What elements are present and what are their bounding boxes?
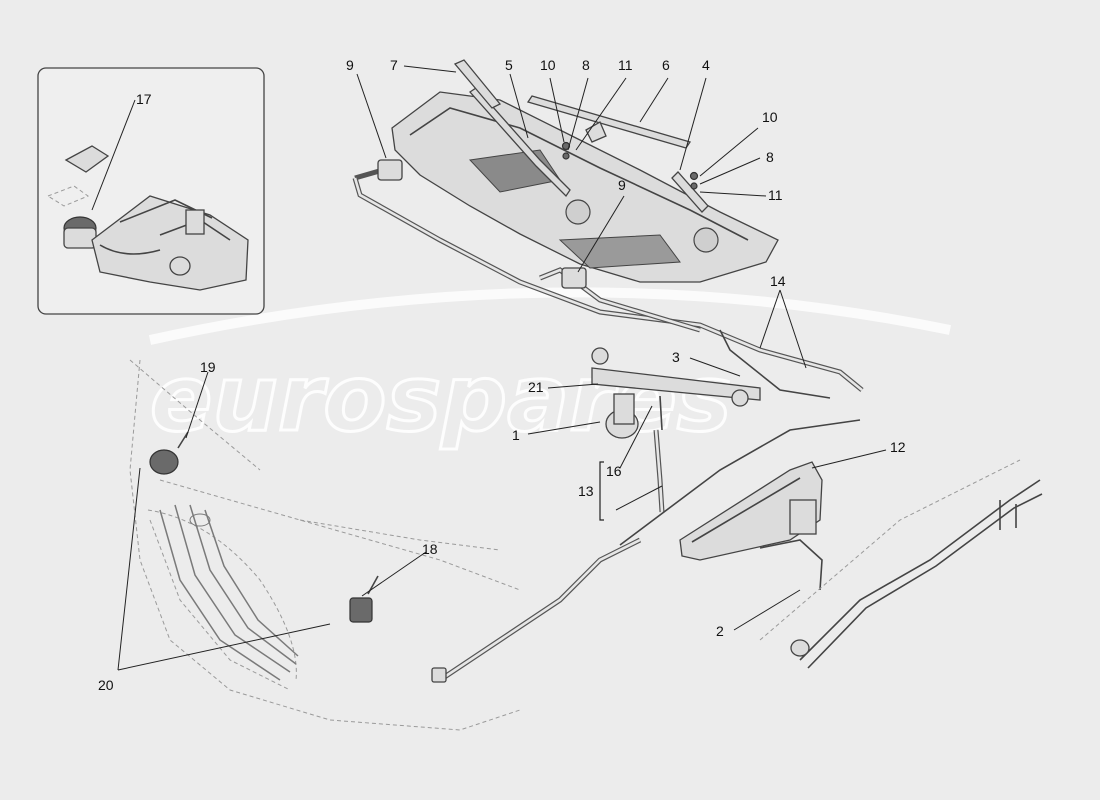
leader-lines <box>91 65 887 671</box>
callout-17: 17 <box>136 91 152 107</box>
callout-7: 7 <box>390 57 398 73</box>
callout-11-top: 11 <box>618 57 633 73</box>
callout-8-right: 8 <box>766 149 774 165</box>
inset-reservoir-detail <box>37 67 265 315</box>
headlamp-washer-left <box>149 449 179 475</box>
callout-3: 3 <box>672 349 680 365</box>
headlamp-washers <box>149 431 642 683</box>
front-grille <box>159 504 299 681</box>
callout-9-middle: 9 <box>618 177 626 193</box>
washer-pump <box>789 499 817 535</box>
callout-9-top: 9 <box>346 57 354 73</box>
watermark: eurospares <box>149 287 952 454</box>
washer-nozzle-left <box>377 159 403 181</box>
callout-13: 13 <box>578 483 594 499</box>
car-front-outline <box>129 359 521 731</box>
reservoir-cap-gasket <box>64 145 110 173</box>
callout-2: 2 <box>716 623 724 639</box>
callout-8-top: 8 <box>582 57 590 73</box>
callout-10-right: 10 <box>762 109 778 125</box>
wiper-arm-right <box>671 171 709 213</box>
callout-1: 1 <box>512 427 520 443</box>
callout-14: 14 <box>770 273 786 289</box>
washer-hoses <box>352 159 864 399</box>
callouts: 9 7 5 10 8 11 6 4 10 8 11 9 14 3 21 1 16… <box>98 57 906 693</box>
wiper-linkage-motor <box>591 347 761 513</box>
watermark-text: eurospares <box>150 345 732 452</box>
wiper-arms <box>453 59 709 213</box>
callout-19: 19 <box>200 359 216 375</box>
wiper-linkage <box>591 367 761 401</box>
callout-5: 5 <box>505 57 513 73</box>
headlamp-washer-right <box>349 597 373 623</box>
callout-12: 12 <box>890 439 906 455</box>
washer-reservoir <box>619 419 861 591</box>
washer-nozzle-right <box>561 267 587 289</box>
callout-11-right: 11 <box>768 187 783 203</box>
callout-20: 20 <box>98 677 114 693</box>
callout-4: 4 <box>702 57 710 73</box>
right-harness <box>759 459 1043 669</box>
callout-21: 21 <box>528 379 544 395</box>
callout-18: 18 <box>422 541 438 557</box>
callout-16: 16 <box>606 463 622 479</box>
wiper-blade-small <box>453 59 502 109</box>
wiper-blade <box>526 95 692 149</box>
callout-10-top: 10 <box>540 57 556 73</box>
cowl-panel <box>391 91 779 283</box>
callout-6: 6 <box>662 57 670 73</box>
